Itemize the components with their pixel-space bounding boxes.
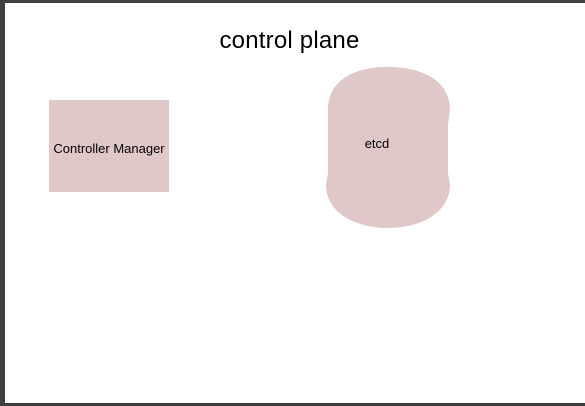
etcd-cylinder-shape [326,67,450,228]
diagram-title-text: control plane [219,27,360,54]
diagram-title: control plane [5,27,585,55]
controller-manager-node[interactable]: Controller Manager [49,100,169,192]
controller-manager-label: Controller Manager [53,140,165,156]
etcd-label: etcd [364,136,390,151]
etcd-node[interactable] [323,63,453,233]
